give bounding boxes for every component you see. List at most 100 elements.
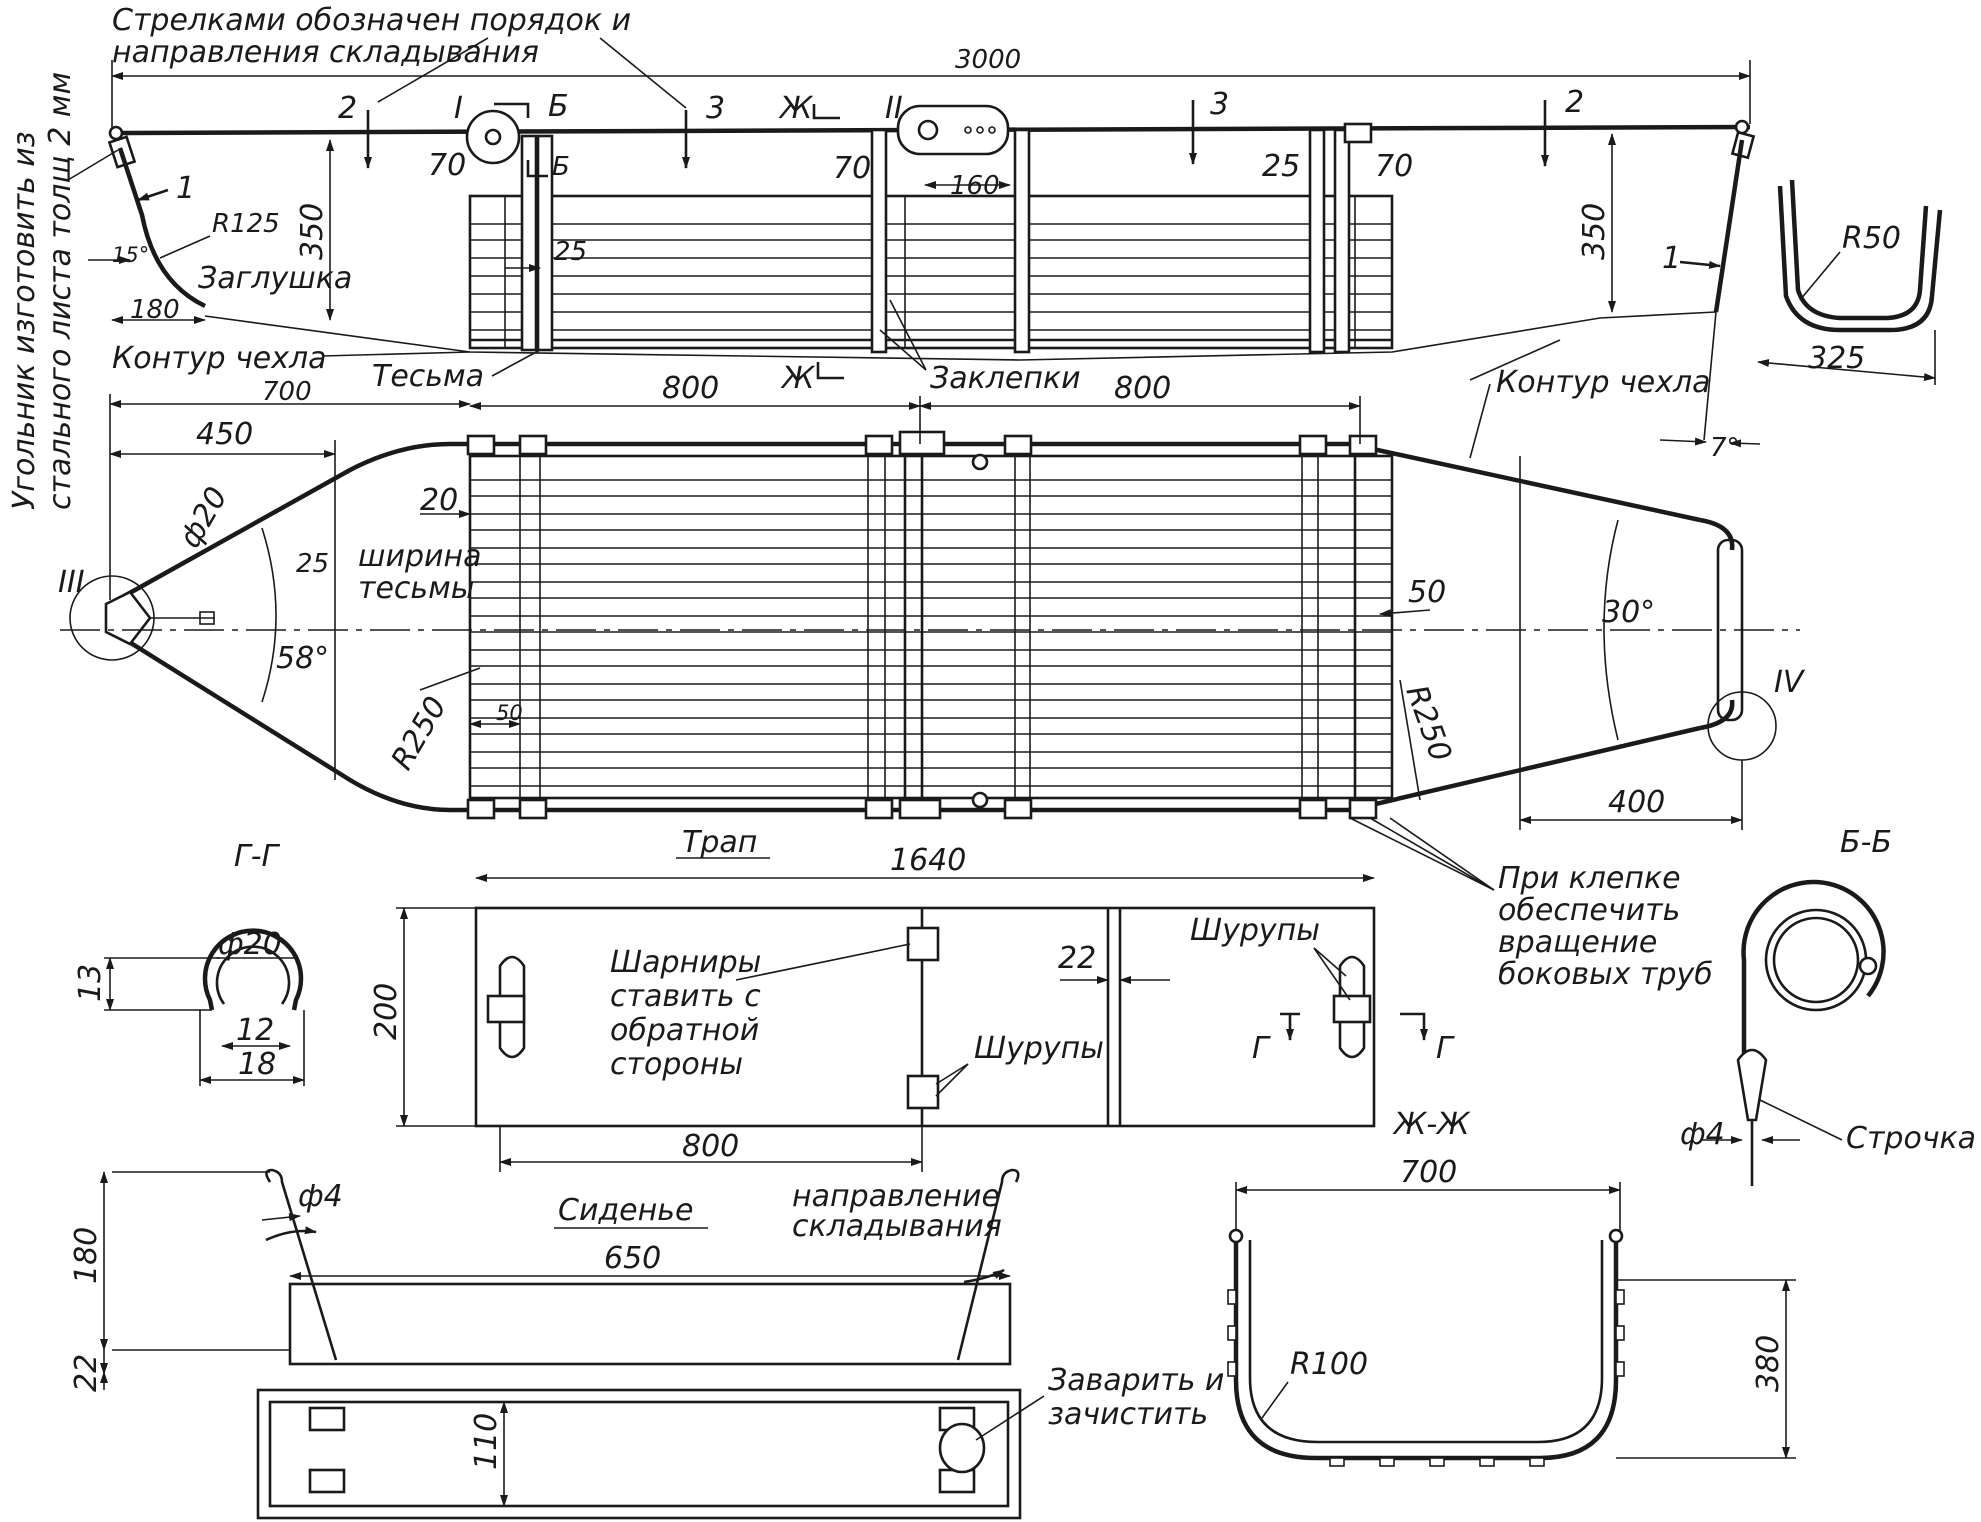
note-tape-width-2: тесьмы [358, 571, 474, 606]
section-gg-title: Г-Г [234, 839, 281, 874]
dim-20: 20 [420, 483, 458, 518]
dim-22-board: 22 [1058, 941, 1096, 976]
note-plug: Заглушка [198, 261, 352, 296]
section-g-right: Г [1436, 1031, 1455, 1066]
node-ii-plate [896, 104, 1010, 156]
left-leg-tube [117, 147, 206, 309]
side-cover-contour [204, 311, 1717, 361]
section-b-bottom: Б [552, 152, 570, 182]
dim-phi4-seat: ф4 [298, 1179, 343, 1214]
dim-180: 180 [130, 295, 180, 325]
dim-12: 12 [236, 1013, 274, 1048]
dim-1640: 1640 [890, 843, 966, 878]
section-bb: Б-Б ф4 Строчка [1680, 825, 1976, 1186]
node-label-ii: II [885, 91, 903, 126]
dim-7deg: 7° [1710, 433, 1740, 463]
note-weld-1: Заварить и [1048, 1363, 1224, 1398]
dim-380: 380 [1751, 1335, 1786, 1392]
dim-50: 50 [1408, 575, 1446, 610]
dim-400: 400 [1608, 785, 1665, 820]
dim-350-left: 350 [295, 203, 330, 260]
dim-30deg: 30° [1602, 595, 1655, 630]
left-corner-node [104, 590, 152, 646]
note-stitch: Строчка [1846, 1121, 1976, 1156]
bb-strap-loop [1741, 879, 1886, 1060]
plan-tube-clamps [466, 430, 1378, 820]
dim-70-b: 70 [833, 151, 871, 186]
node-iii-circle [69, 575, 155, 661]
section-b-top: Б [548, 89, 569, 124]
dim-800-left: 800 [662, 371, 719, 406]
note-cover-left: Контур чехла [112, 341, 327, 376]
note-cover-right: Контур чехла [1496, 365, 1711, 400]
gg-tube-profile [202, 928, 304, 1011]
board-hinges [906, 926, 940, 1110]
section-seat-title: Сиденье [558, 1193, 693, 1228]
note-hinges-2: ставить с [610, 979, 761, 1014]
note-riveting-4: боковых труб [1498, 957, 1713, 992]
board-outline [474, 906, 1376, 1128]
dim-25-tape: 25 [296, 549, 329, 579]
dim-13: 13 [73, 964, 108, 1002]
note-riveting-1: При клепке [1498, 861, 1681, 896]
plan-upper-tube [108, 441, 1701, 606]
dim-70-c: 70 [1375, 149, 1413, 184]
note-screws-latch: Шурупы [1190, 913, 1320, 948]
side-slat-block [468, 194, 1394, 350]
dim-22-seat: 22 [69, 1354, 104, 1392]
dim-phi20-tube: ф20 [173, 481, 235, 554]
node-label-iv: IV [1774, 665, 1806, 700]
section-gg: Г-Г ф20 13 12 18 [73, 839, 305, 1086]
dim-15deg: 15° [112, 243, 149, 267]
dim-700-zhzh: 700 [1400, 1155, 1457, 1190]
left-end-cap [108, 125, 124, 141]
note-tape-width-1: ширина [358, 539, 482, 574]
side-right-hinge [1343, 122, 1373, 144]
note-hinges-1: Шарниры [610, 945, 761, 980]
note-hinges-4: стороны [610, 1047, 743, 1082]
note-hinges-3: обратной [610, 1013, 759, 1048]
dim-phi4-bb: ф4 [1680, 1117, 1725, 1152]
note-fold-dir-2: складывания [792, 1209, 1002, 1244]
section-trap-title: Трап [682, 825, 757, 860]
dim-450: 450 [196, 417, 253, 452]
fold-mark-2-right: 2 [1565, 85, 1584, 120]
dim-50-small: 50 [496, 701, 523, 725]
seat-right-leg [956, 1168, 1020, 1361]
zhzh-slat-ends [1227, 1289, 1625, 1467]
section-g-left: Г [1252, 1031, 1271, 1066]
section-zhzh: Ж-Ж 700 R100 380 [1227, 1107, 1796, 1467]
seat-plan-outline [256, 1388, 1022, 1520]
side-strap-hangers [520, 128, 1351, 354]
dim-18: 18 [238, 1047, 276, 1082]
dim-325: 325 [1808, 341, 1865, 376]
r50-bend-detail [1777, 185, 1943, 333]
note-tape: Тесьма [372, 359, 484, 394]
right-corner-plate [1730, 130, 1756, 160]
dim-650: 650 [604, 1241, 661, 1276]
note-fold-dir-1: направление [792, 1179, 1000, 1214]
dim-200: 200 [369, 983, 404, 1040]
side-view: 3000 350 350 70 70 70 25 160 25 R125 15°… [7, 3, 1943, 510]
fold-mark-1-left: 1 [176, 171, 195, 206]
note-arrows-line1: Стрелками обозначен порядок и [112, 3, 631, 38]
right-end-cap [1734, 119, 1750, 135]
node-i-circle [465, 109, 521, 165]
note-screws-board: Шурупы [974, 1031, 1104, 1066]
dim-phi20-gg: ф20 [218, 927, 282, 962]
section-bb-title: Б-Б [1840, 825, 1892, 860]
angle-30-arc [1603, 519, 1619, 741]
dim-25-b: 25 [1262, 149, 1300, 184]
dim-800-right: 800 [1114, 371, 1171, 406]
dim-350-right: 350 [1577, 203, 1612, 260]
node-label-i: I [454, 91, 463, 126]
note-weld-2: зачистить [1048, 1397, 1208, 1432]
dim-700-plan: 700 [262, 377, 312, 407]
zhzh-frame-profile [1233, 1240, 1619, 1461]
note-riveting-3: вращение [1498, 925, 1657, 960]
seat-weld-spot [938, 1422, 986, 1474]
plan-slat-deck [468, 448, 1394, 808]
note-arrows-line2: направления складывания [112, 35, 539, 70]
dim-110: 110 [469, 1413, 504, 1470]
